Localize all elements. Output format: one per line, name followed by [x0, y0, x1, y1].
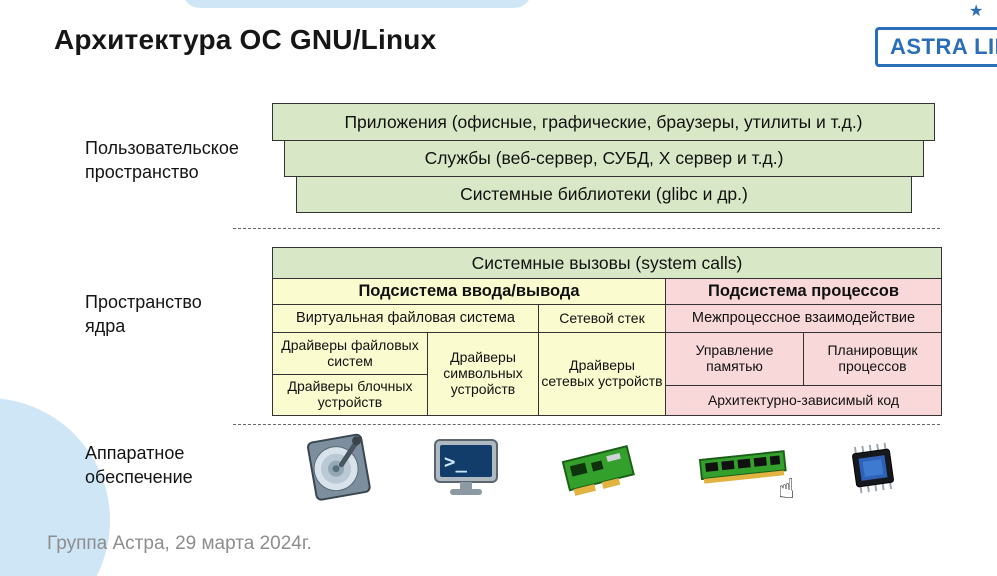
kernel-body: Подсистема ввода/вывода Виртуальная файл… [273, 279, 941, 415]
layer-applications: Приложения (офисные, графические, браузе… [272, 103, 935, 141]
network-card-icon [555, 438, 643, 498]
process-subsystem: Подсистема процессов Межпроцессное взаим… [666, 279, 941, 415]
io-subsystem-title: Подсистема ввода/вывода [273, 279, 665, 304]
top-decoration-shape [182, 0, 532, 8]
terminal-icon: >_ [431, 436, 501, 500]
cpu-chip-icon [843, 440, 903, 496]
layer-services: Службы (веб-сервер, СУБД, X сервер и т.д… [284, 140, 924, 177]
dashed-separator-kernel-hardware [233, 424, 940, 425]
cell-network-device-drivers: Драйверы сетевых устройств [539, 333, 665, 415]
ram-icon [697, 446, 789, 490]
io-subsystem: Подсистема ввода/вывода Виртуальная файл… [273, 279, 666, 415]
label-kernel-space: Пространство ядра [85, 292, 202, 337]
kernel-block: Системные вызовы (system calls) Подсисте… [272, 247, 942, 416]
svg-text:>_: >_ [444, 451, 467, 473]
astra-linux-logo: ASTRA LIN [875, 27, 997, 67]
cell-filesystem-drivers: Драйверы файловых систем [273, 333, 427, 374]
hdd-icon [303, 432, 377, 504]
hand-cursor-icon: ☝ [778, 472, 796, 505]
label-user-space: Пользовательское пространство [85, 138, 239, 183]
dashed-separator-userspace-kernel [233, 228, 940, 229]
slide-title: Архитектура ОС GNU/Linux [54, 24, 437, 55]
syscalls-row: Системные вызовы (system calls) [273, 248, 941, 279]
cell-process-scheduler: Планировщик процессов [804, 333, 941, 385]
logo-text: ASTRA LIN [890, 34, 997, 59]
cell-character-device-drivers: Драйверы символьных устройств [428, 333, 538, 415]
layer-system-libraries: Системные библиотеки (glibc и др.) [296, 176, 912, 213]
cell-memory-management: Управление памятью [666, 333, 803, 385]
star-icon: ★ [969, 3, 984, 20]
cell-ipc: Межпроцессное взаимодействие [666, 305, 941, 332]
footer-credit: Группа Астра, 29 марта 2024г. [47, 533, 312, 554]
cell-network-stack: Сетевой стек [539, 305, 665, 332]
cell-virtual-file-system: Виртуальная файловая система [273, 305, 538, 332]
label-hardware: Аппаратное обеспечение [85, 443, 193, 488]
cell-arch-dependent-code: Архитектурно-зависимый код [666, 386, 941, 415]
process-subsystem-title: Подсистема процессов [666, 279, 941, 304]
cell-block-device-drivers: Драйверы блочных устройств [273, 375, 427, 415]
hardware-icons-row: >_ [303, 430, 903, 506]
